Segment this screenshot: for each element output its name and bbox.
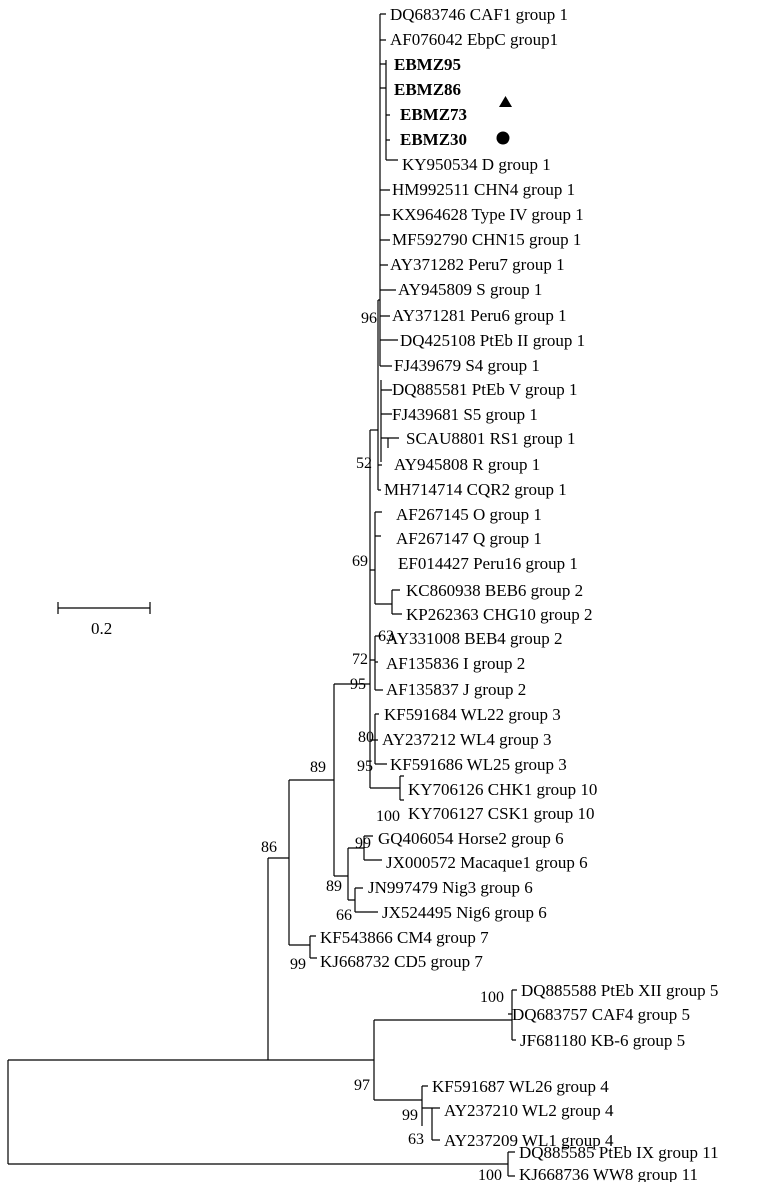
leaf-label: SCAU8801 RS1 group 1 (406, 429, 576, 448)
leaf-label: AY945809 S group 1 (398, 280, 542, 299)
leaf-label: KP262363 CHG10 group 2 (406, 605, 593, 624)
branch-72 (370, 635, 383, 691)
bootstrap-value: 69 (352, 553, 368, 570)
leaf-label: DQ683746 CAF1 group 1 (390, 5, 568, 24)
leaf-label: GQ406054 Horse2 group 6 (378, 829, 564, 848)
bootstrap-value: 100 (376, 808, 400, 825)
bootstrap-value: 52 (356, 455, 372, 472)
bootstrap-values: 96 52 69 63 72 95 80 95 89 100 99 89 66 … (261, 310, 504, 1182)
leaf-label: MF592790 CHN15 group 1 (392, 230, 581, 249)
leaf-label: EBMZ30 (400, 130, 467, 149)
leaf-label: EBMZ86 (394, 80, 461, 99)
leaf-label: EBMZ73 (400, 105, 467, 124)
branch-group3 (370, 713, 387, 765)
leaf-label: KJ668732 CD5 group 7 (320, 952, 483, 971)
leaf-label: AY371281 Peru6 group 1 (392, 306, 567, 325)
bootstrap-value: 99 (402, 1107, 418, 1124)
bootstrap-value: 80 (358, 729, 374, 746)
leaf-label: AY331008 BEB4 group 2 (386, 629, 562, 648)
bootstrap-value: 97 (354, 1077, 370, 1094)
leaf-label: DQ425108 PtEb II group 1 (400, 331, 585, 350)
leaf-label: AY237210 WL2 group 4 (444, 1101, 614, 1120)
scale-bar-label: 0.2 (91, 619, 112, 638)
bootstrap-value: 63 (378, 628, 394, 645)
leaf-label: KX964628 Type IV group 1 (392, 205, 584, 224)
leaf-label: EBMZ95 (394, 55, 461, 74)
branch-group5 (268, 989, 517, 1100)
leaf-label: DQ885581 PtEb V group 1 (392, 380, 577, 399)
bootstrap-value: 95 (357, 758, 373, 775)
branch-top-leaves (380, 13, 398, 161)
branch-63a (375, 589, 402, 615)
branch-group6 (334, 835, 382, 913)
bootstrap-value: 89 (326, 878, 342, 895)
branch-group4 (374, 1085, 440, 1141)
tree-branches (7, 13, 517, 1177)
leaf-label: AY237212 WL4 group 3 (382, 730, 552, 749)
leaf-label: KF591684 WL22 group 3 (384, 705, 561, 724)
bootstrap-value: 95 (350, 676, 366, 693)
bootstrap-value: 100 (480, 989, 504, 1006)
leaf-label: AF267147 Q group 1 (396, 529, 542, 548)
leaf-label: KF591687 WL26 group 4 (432, 1077, 609, 1096)
bootstrap-value: 99 (355, 835, 371, 852)
leaf-label: FJ439679 S4 group 1 (394, 356, 540, 375)
leaf-label: AY237209 WL1 group 4 (444, 1131, 614, 1150)
leaf-label: FJ439681 S5 group 1 (392, 405, 538, 424)
leaf-label: JX524495 Nig6 group 6 (382, 903, 547, 922)
leaf-label: KJ668736 WW8 group 11 (519, 1165, 698, 1182)
bootstrap-value: 100 (478, 1167, 502, 1182)
branch-69 (370, 511, 382, 604)
branch-group11 (7, 1060, 515, 1177)
bootstrap-value: 86 (261, 839, 277, 856)
leaf-label: KY706127 CSK1 group 10 (408, 804, 595, 823)
branch-52-inner (380, 380, 399, 462)
bootstrap-value: 63 (408, 1131, 424, 1148)
leaf-label: KF543866 CM4 group 7 (320, 928, 489, 947)
branch-52-leaves (378, 464, 382, 491)
leaf-label: KY950534 D group 1 (402, 155, 551, 174)
leaf-label: KC860938 BEB6 group 2 (406, 581, 583, 600)
leaf-label: AY945808 R group 1 (394, 455, 540, 474)
branch-group10 (370, 775, 404, 801)
circle-marker-icon (496, 131, 510, 145)
leaf-label: AY371282 Peru7 group 1 (390, 255, 565, 274)
leaf-label: AF135837 J group 2 (386, 680, 526, 699)
leaf-label: KF591686 WL25 group 3 (390, 755, 567, 774)
leaf-label: DQ683757 CAF4 group 5 (512, 1005, 690, 1024)
bootstrap-value: 72 (352, 651, 368, 668)
leaf-label: MH714714 CQR2 group 1 (384, 480, 567, 499)
leaf-label: JF681180 KB-6 group 5 (520, 1031, 685, 1050)
leaf-label: AF267145 O group 1 (396, 505, 542, 524)
scale-bar: 0.2 (57, 602, 151, 638)
leaf-label: AF076042 EbpC group1 (390, 30, 558, 49)
leaf-label: KY706126 CHK1 group 10 (408, 780, 597, 799)
leaf-label: AF135836 I group 2 (386, 654, 525, 673)
bootstrap-value: 89 (310, 759, 326, 776)
leaf-label: HM992511 CHN4 group 1 (392, 180, 575, 199)
leaf-label: DQ885585 PtEb IX group 11 (519, 1143, 719, 1162)
leaf-label: JX000572 Macaque1 group 6 (386, 853, 588, 872)
leaf-label: EF014427 Peru16 group 1 (398, 554, 578, 573)
scale-bar-line (57, 602, 151, 614)
triangle-marker-icon (499, 96, 512, 107)
branch-group7 (268, 780, 317, 959)
branch-96-leaves (380, 189, 398, 341)
leaf-labels: DQ683746 CAF1 group 1 AF076042 EbpC grou… (320, 5, 719, 1182)
leaf-label: JN997479 Nig3 group 6 (368, 878, 533, 897)
bootstrap-value: 99 (290, 956, 306, 973)
bootstrap-value: 96 (361, 310, 377, 327)
leaf-label: DQ885588 PtEb XII group 5 (521, 981, 718, 1000)
bootstrap-value: 66 (336, 907, 352, 924)
